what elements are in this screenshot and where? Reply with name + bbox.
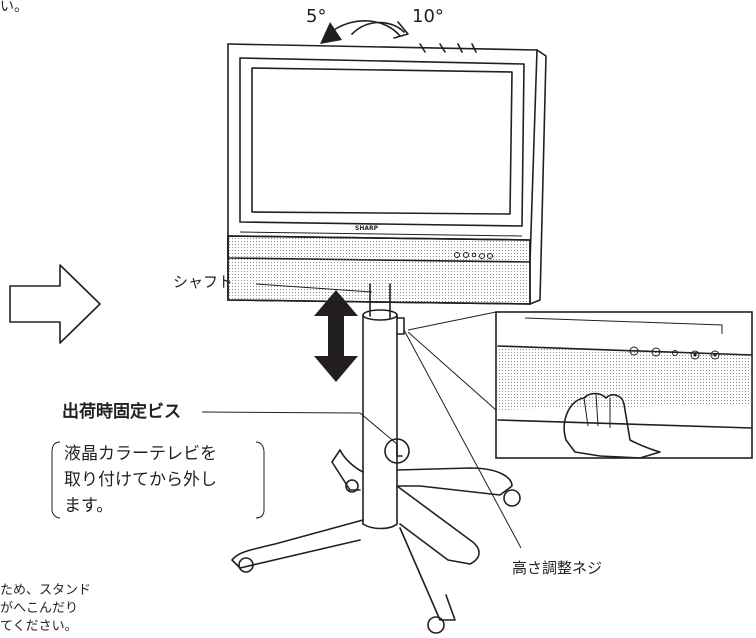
stand-base bbox=[231, 449, 521, 634]
top-left-fragment: い。 bbox=[0, 0, 28, 15]
tilt-arrow-icon bbox=[320, 20, 409, 44]
height-screw-label: 高さ調整ネジ bbox=[512, 559, 603, 577]
tv-brand-logo: SHARP bbox=[355, 225, 379, 232]
fixing-screw-note-line-3: ます。 bbox=[64, 496, 114, 516]
fixing-screw-note-line-2: 取り付けてから外し bbox=[64, 470, 217, 490]
tilt-back-angle: 10° bbox=[412, 6, 444, 27]
bottom-left-fragment-line-1: ため、スタンド bbox=[0, 583, 92, 598]
note-bracket-left bbox=[51, 441, 61, 519]
hand-icon bbox=[563, 392, 661, 459]
tv-set bbox=[227, 43, 547, 305]
step-arrow bbox=[9, 264, 101, 344]
stand-column bbox=[362, 283, 410, 530]
fixing-screw-note-line-1: 液晶カラーテレビを bbox=[64, 444, 217, 464]
bottom-left-fragment-line-3: てください。 bbox=[0, 619, 78, 634]
zoom-inset bbox=[495, 311, 753, 459]
fixing-screw-title: 出荷時固定ビス bbox=[62, 402, 181, 422]
bottom-left-fragment-line-2: がへこんだり bbox=[0, 601, 79, 616]
note-bracket-right bbox=[255, 441, 265, 519]
leader-fixing-screw bbox=[201, 411, 398, 445]
leader-shaft bbox=[255, 283, 373, 293]
height-adjust-arrow-icon bbox=[314, 290, 358, 382]
shaft-label: シャフト bbox=[173, 273, 234, 291]
leader-height-screw bbox=[403, 329, 522, 549]
tilt-forward-angle: 5° bbox=[306, 6, 327, 27]
